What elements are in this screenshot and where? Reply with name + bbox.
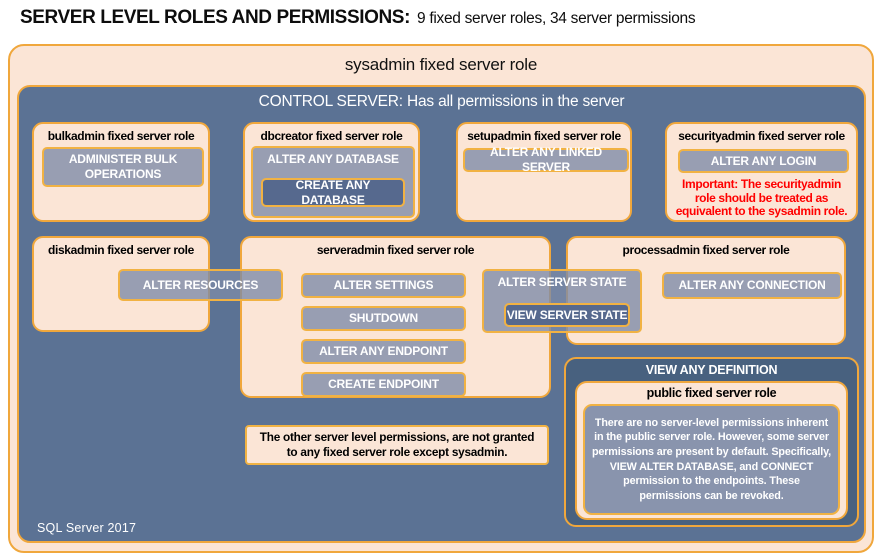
perm-alter-settings: ALTER SETTINGS	[301, 273, 466, 298]
processadmin-role-title: processadmin fixed server role	[622, 243, 790, 257]
perm-shutdown: SHUTDOWN	[301, 306, 466, 331]
sysadmin-role-label: sysadmin fixed server role	[344, 55, 538, 74]
perm-alter-any-linked-server: ALTER ANY LINKED SERVER	[463, 145, 629, 174]
dbcreator-role-box: dbcreator fixed server role ALTER ANY DA…	[243, 122, 420, 222]
perm-alter-any-connection: ALTER ANY CONNECTION	[662, 272, 842, 299]
public-role-box: public fixed server role There are no se…	[575, 381, 848, 520]
perm-alter-any-database: ALTER ANY DATABASE CREATE ANY DATABASE	[251, 146, 415, 218]
perm-alter-any-database-label: ALTER ANY DATABASE	[267, 152, 399, 166]
setupadmin-role-box: setupadmin fixed server role ALTER ANY L…	[456, 122, 632, 222]
sql-server-version-label: SQL Server 2017	[37, 521, 137, 535]
perm-alter-any-endpoint: ALTER ANY ENDPOINT	[301, 339, 466, 364]
diskadmin-role-title: diskadmin fixed server role	[48, 243, 194, 257]
securityadmin-role-box: securityadmin fixed server role ALTER AN…	[665, 122, 858, 222]
view-any-definition-box: VIEW ANY DEFINITION public fixed server …	[564, 357, 859, 527]
control-server-label: CONTROL SERVER: Has all permissions in t…	[258, 93, 625, 110]
perm-create-any-database: CREATE ANY DATABASE	[261, 178, 405, 207]
setupadmin-role-title: setupadmin fixed server role	[467, 129, 621, 143]
securityadmin-role-title: securityadmin fixed server role	[678, 129, 845, 143]
serveradmin-role-box: serveradmin fixed server role ALTER SETT…	[240, 236, 551, 398]
public-role-description: There are no server-level permissions in…	[583, 404, 840, 515]
perm-alter-any-login: ALTER ANY LOGIN	[678, 149, 849, 173]
public-role-title: public fixed server role	[646, 386, 777, 400]
perm-alter-resources: ALTER RESOURCES	[118, 269, 283, 301]
view-any-definition-label: VIEW ANY DEFINITION	[645, 363, 778, 377]
page-title-sub: 9 fixed server roles, 34 server permissi…	[417, 10, 696, 27]
securityadmin-warning-text: Important: The securityadmin role should…	[675, 177, 848, 218]
bulkadmin-role-box: bulkadmin fixed server role ADMINISTER B…	[32, 122, 210, 222]
perm-view-server-state: VIEW SERVER STATE	[504, 303, 630, 327]
page-title: SERVER LEVEL ROLES AND PERMISSIONS: 9 fix…	[20, 7, 696, 29]
page-title-main: SERVER LEVEL ROLES AND PERMISSIONS:	[20, 7, 411, 28]
perm-administer-bulk-operations: ADMINISTER BULK OPERATIONS	[42, 147, 204, 187]
bulkadmin-role-title: bulkadmin fixed server role	[47, 129, 195, 143]
perm-alter-server-state: ALTER SERVER STATE VIEW SERVER STATE	[482, 269, 642, 333]
dbcreator-role-title: dbcreator fixed server role	[260, 129, 403, 143]
serveradmin-role-title: serveradmin fixed server role	[316, 243, 475, 257]
perm-create-endpoint: CREATE ENDPOINT	[301, 372, 466, 397]
other-permissions-note: The other server level permissions, are …	[245, 425, 549, 465]
perm-alter-server-state-label: ALTER SERVER STATE	[497, 275, 627, 289]
